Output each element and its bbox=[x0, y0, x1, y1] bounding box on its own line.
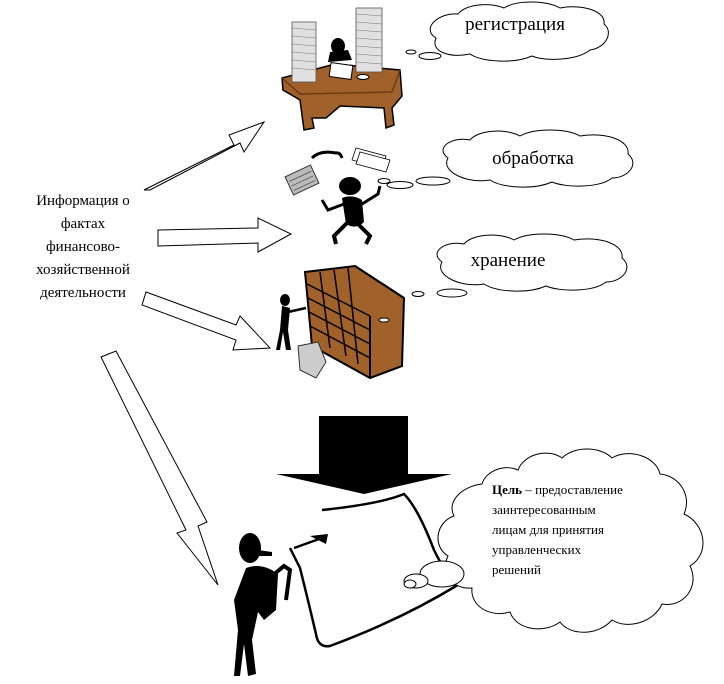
source-line: Информация о bbox=[36, 193, 130, 209]
arrow-to-goal bbox=[100, 350, 219, 586]
goal-dash: – bbox=[522, 482, 536, 497]
goal-title: Цель bbox=[492, 482, 523, 497]
thought-bubble bbox=[436, 288, 468, 298]
juggler-illustration bbox=[284, 147, 391, 245]
stage-label-storage: хранение bbox=[470, 250, 546, 271]
thought-bubble bbox=[403, 579, 417, 589]
desk-illustration bbox=[281, 7, 403, 131]
source-info-label: Информация о фактах финансово- хозяйстве… bbox=[8, 190, 158, 305]
down-arrow bbox=[276, 416, 452, 494]
thought-bubble bbox=[405, 49, 417, 55]
source-line: хозяйственной bbox=[36, 262, 130, 278]
goal-label: Цель – предоставление заинтересованным л… bbox=[492, 480, 682, 580]
goal-line-first: Цель – предоставление bbox=[492, 480, 682, 500]
goal-line: предоставление bbox=[535, 482, 623, 497]
goal-line: заинтересованным bbox=[492, 502, 596, 517]
source-line: деятельности bbox=[40, 285, 126, 301]
source-line: финансово- bbox=[45, 239, 121, 255]
stage-label-registration: регистрация bbox=[465, 14, 565, 35]
thought-bubble bbox=[418, 52, 442, 60]
cloud-processing bbox=[442, 129, 634, 188]
thought-bubble bbox=[377, 178, 391, 184]
stage-label-processing: обработка bbox=[492, 148, 574, 169]
cabinet-illustration bbox=[276, 264, 406, 380]
thought-bubble bbox=[411, 291, 425, 297]
arrow-to-storage bbox=[141, 291, 272, 351]
goal-line: решений bbox=[492, 562, 541, 577]
presenter-illustration bbox=[234, 492, 458, 676]
cloud-registration bbox=[429, 1, 609, 62]
arrow-to-registration bbox=[143, 120, 266, 191]
thought-bubble bbox=[415, 176, 451, 186]
thought-bubble bbox=[386, 181, 414, 189]
source-line: фактах bbox=[60, 216, 106, 232]
arrow-to-processing bbox=[157, 217, 293, 253]
goal-line: лицам для принятия bbox=[492, 522, 604, 537]
cloud-storage bbox=[436, 233, 628, 292]
goal-line: управленческих bbox=[492, 542, 582, 557]
